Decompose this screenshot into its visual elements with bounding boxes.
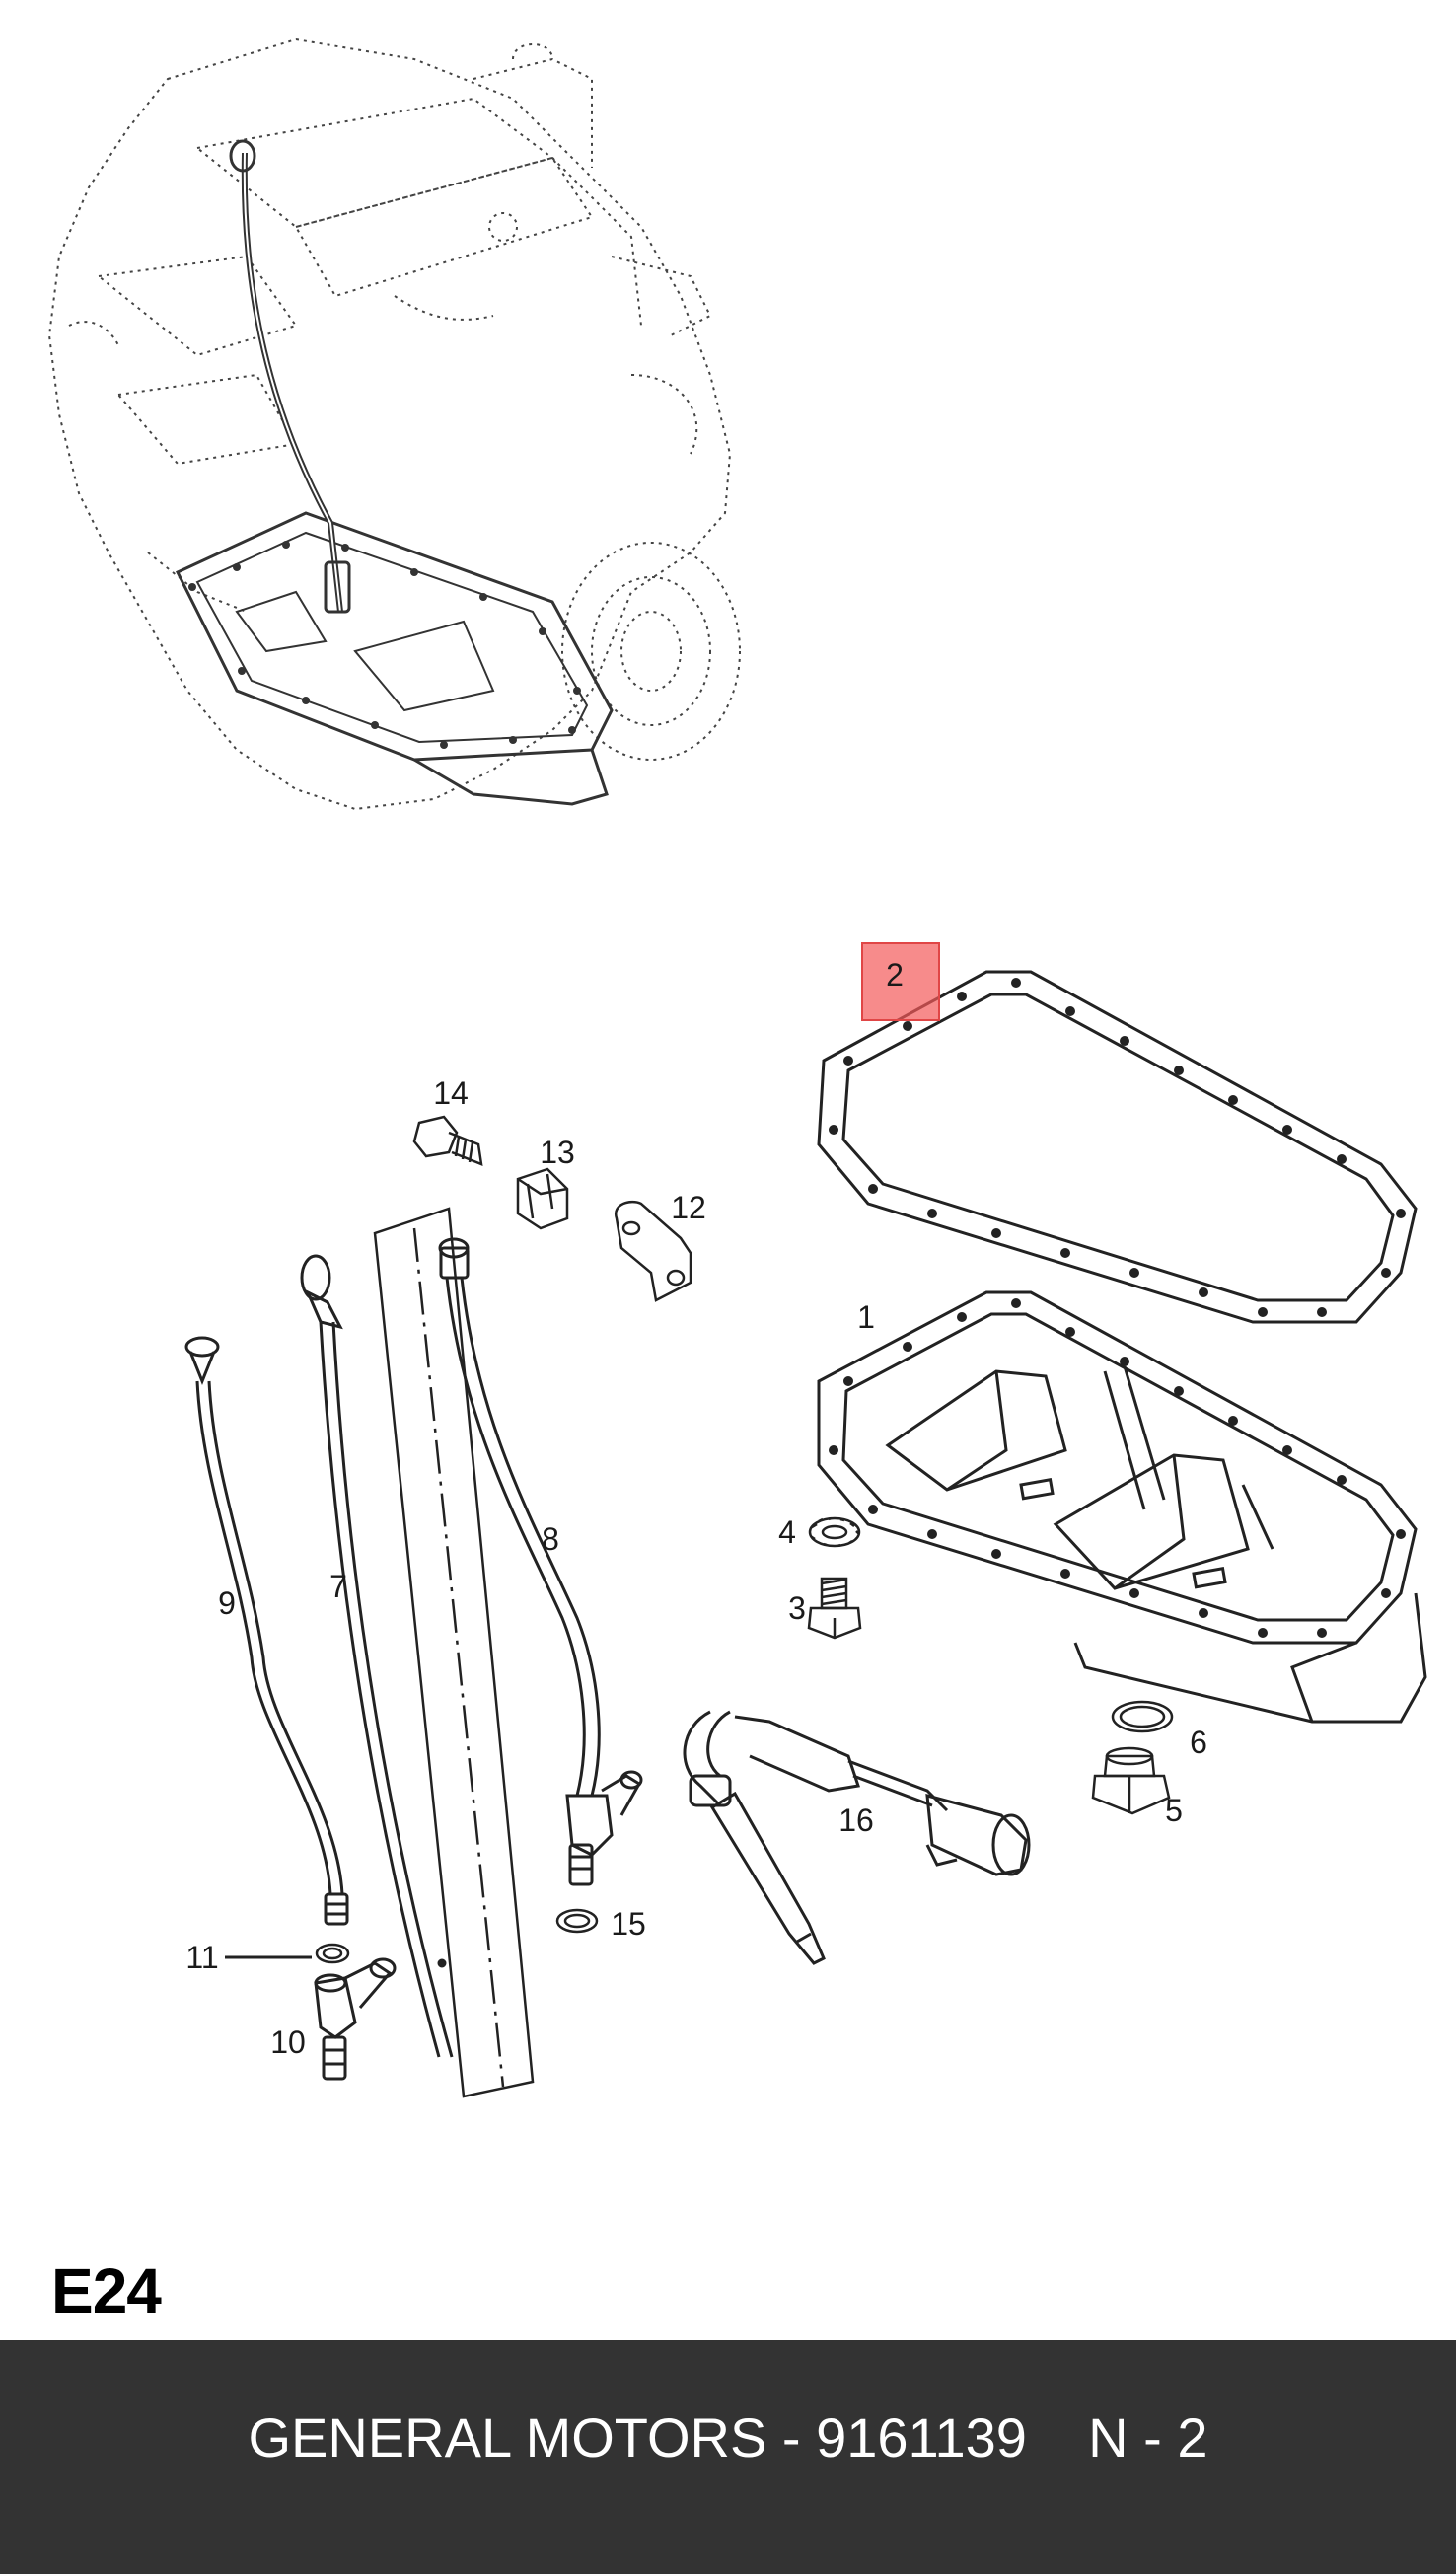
callout-6: 6	[1190, 1725, 1207, 1760]
callout-15: 15	[611, 1906, 646, 1942]
diagram-drawing	[47, 37, 1427, 2098]
callout-1: 1	[857, 1299, 875, 1335]
part-5-drain-plug	[1091, 1746, 1171, 1815]
callout-5: 5	[1165, 1793, 1183, 1828]
footer-bar: GENERAL MOTORS - 9161139 N - 2	[0, 2340, 1456, 2574]
callout-4: 4	[778, 1514, 796, 1550]
part-9-tube	[184, 1336, 349, 1926]
part-13-clip	[516, 1167, 569, 1230]
page-code: E24	[51, 2255, 162, 2326]
part-12-bracket	[614, 1200, 692, 1302]
part-3-bolt	[807, 1577, 862, 1640]
callout-13: 13	[540, 1135, 575, 1170]
callout-14: 14	[433, 1075, 469, 1111]
engine-overview	[47, 37, 741, 811]
part-8-guide-tube	[438, 1237, 643, 1886]
part-11-o-ring	[315, 1943, 350, 1964]
part-16-oil-level-sensor	[683, 1710, 1031, 1965]
part-7-dipstick	[300, 1207, 535, 2098]
part-10-connector	[314, 1957, 397, 2081]
callout-7: 7	[329, 1569, 347, 1604]
callout-16: 16	[838, 1802, 874, 1838]
callout-10: 10	[270, 2024, 306, 2060]
callout-2: 2	[886, 957, 904, 993]
callout-8: 8	[542, 1521, 559, 1557]
part-14-bolt	[412, 1115, 483, 1166]
part-6-seal-ring	[1111, 1700, 1174, 1733]
callout-12: 12	[671, 1190, 706, 1225]
highlighted-part-marker	[861, 942, 940, 1021]
callout-11: 11	[185, 1940, 219, 1975]
parts-diagram: 2 1 14 13 12 4 3 8 9 7 6 5 16 15 11 10	[47, 37, 1427, 2098]
callout-9: 9	[218, 1585, 236, 1621]
part-1-oil-pan	[817, 1290, 1427, 1724]
footer-part-info: GENERAL MOTORS - 9161139 N - 2	[248, 2406, 1208, 2468]
part-4-lock-washer	[808, 1516, 861, 1548]
callout-3: 3	[788, 1590, 806, 1626]
part-15-o-ring	[555, 1908, 599, 1934]
part-2-gasket	[817, 970, 1418, 1324]
